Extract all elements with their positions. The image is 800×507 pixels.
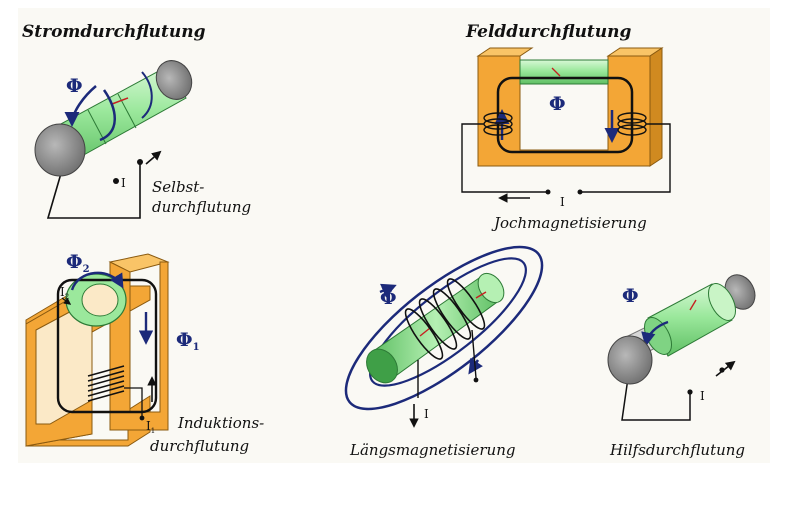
- laengs-caption: Längsmagnetisierung: [349, 441, 515, 459]
- joch-crack: [551, 67, 561, 77]
- hilfs-flux-arrow: [641, 320, 669, 347]
- selbst-flux-arrow: [64, 85, 97, 127]
- induktion-flux2-arrow: [70, 271, 124, 291]
- hilfs-tube-end: [707, 283, 737, 321]
- selbst-rod-end-back: [155, 60, 193, 100]
- induktion-current2-label: I2: [60, 285, 69, 301]
- laengs-crack: [419, 327, 431, 337]
- selbst-caption-line2: durchflutung: [152, 198, 251, 216]
- selbst-terminal: [137, 159, 143, 165]
- induktion-flux-path: [56, 278, 158, 414]
- joch-yoke-side: [649, 47, 663, 167]
- laengs-terminal: [473, 377, 479, 383]
- laengs-flux-loop-inner: [369, 257, 527, 387]
- joch-terminal: [545, 189, 551, 195]
- joch-wire-left: [461, 123, 548, 193]
- hilfs-caption: Hilfsdurchflutung: [609, 441, 745, 459]
- induktion-caption-line1: Induktions-: [177, 414, 264, 432]
- joch-terminal-2: [577, 189, 583, 195]
- selbst-crack: [111, 97, 129, 105]
- selbst-flux-label: Φ: [66, 75, 83, 97]
- selbst-ring-2: [117, 93, 137, 129]
- induktion-terminal: [139, 415, 145, 421]
- laengs-current-label: I: [424, 407, 429, 421]
- selbst-current-label: I: [121, 176, 126, 190]
- laengs-wire-2: [471, 329, 477, 379]
- hilfs-diagram: Φ I Hilfsdurchflutung: [607, 274, 756, 459]
- joch-wire-right: [580, 123, 671, 193]
- selbst-flux-loop-2: [141, 71, 153, 119]
- hilfs-crack: [689, 299, 697, 311]
- induktion-current1-label: I1: [146, 419, 155, 435]
- hilfs-rod-end-front: [607, 335, 653, 385]
- selbst-rod-end-front: [34, 123, 86, 177]
- selbst-wire: [46, 162, 141, 219]
- selbst-caption-line1: Selbst-: [152, 178, 204, 196]
- heading-stromdurchflutung: Stromdurchflutung: [22, 22, 206, 42]
- laengs-coil: [404, 278, 486, 360]
- selbst-diagram: Φ I Selbst- durchflutung: [34, 60, 251, 219]
- induktion-caption-line2: durchflutung: [150, 437, 249, 455]
- hilfs-flux-label: Φ: [622, 285, 639, 307]
- joch-current-label: I: [560, 195, 565, 209]
- joch-flux-label: Φ: [549, 93, 566, 115]
- laengs-crack-2: [475, 291, 487, 299]
- joch-caption: Jochmagnetisierung: [491, 214, 647, 232]
- induktion-primary-coil: [87, 365, 125, 402]
- joch-yoke-top-left: [476, 47, 534, 57]
- selbst-terminal-2: [113, 178, 119, 184]
- induktion-ring-hole: [81, 283, 119, 317]
- induktion-current2-arrow: [61, 297, 72, 305]
- induktion-wire: [124, 387, 143, 418]
- selbst-flux-loop: [99, 89, 116, 142]
- hilfs-current-arrow: [715, 360, 736, 377]
- selbst-current-arrow: [145, 150, 162, 165]
- joch-test-piece: [519, 59, 609, 85]
- joch-diagram: Φ I Jochmagnetisierung: [461, 47, 671, 232]
- laengs-rod-end-front: [366, 348, 398, 384]
- laengs-flux-arrow: [379, 283, 397, 298]
- induktion-flux1-label: Φ1: [176, 329, 200, 353]
- hilfs-wire: [621, 349, 691, 421]
- laengs-flux-label: Φ: [380, 287, 397, 309]
- laengs-flux-arrow-2: [468, 357, 483, 375]
- laengs-diagram: Φ I Längsmagnetisierung: [344, 245, 544, 459]
- induktion-flux2-label: Φ2: [66, 251, 90, 275]
- heading-felddurchflutung: Felddurchflutung: [465, 22, 632, 42]
- induktion-diagram: Φ2 Φ1 I2 I1 Induktions- durchflutung: [25, 251, 264, 455]
- hilfs-terminal: [687, 389, 693, 395]
- hilfs-current-label: I: [700, 389, 705, 403]
